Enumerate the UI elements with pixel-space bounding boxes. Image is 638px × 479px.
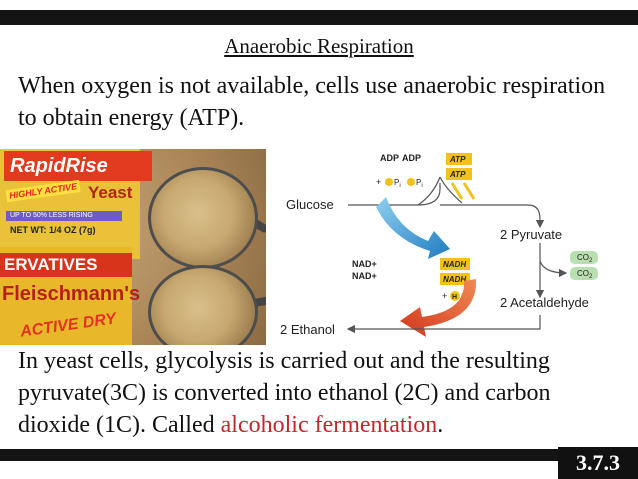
adp-curve bbox=[417, 176, 441, 206]
fermentation-diagram: ADP ADP + Pi Pi ATP ATP Glucose 2 Pyruva… bbox=[280, 153, 598, 337]
section-badge: 3.7.3 bbox=[558, 447, 638, 479]
nadh-badge bbox=[440, 273, 470, 285]
plus-sign: + bbox=[442, 291, 447, 301]
atp-badge bbox=[446, 168, 472, 180]
plus-sign: + bbox=[376, 177, 381, 187]
atp-label: ATP bbox=[449, 170, 466, 179]
slide-title: Anaerobic Respiration bbox=[224, 34, 414, 58]
co2-arrow bbox=[539, 260, 568, 278]
atp-badge bbox=[446, 153, 472, 165]
rising-strip: UP TO 50% LESS RISING bbox=[6, 211, 122, 221]
co2-badge bbox=[570, 267, 598, 280]
hydrogen-label: H bbox=[452, 294, 457, 301]
body-text-end: . bbox=[437, 412, 444, 438]
acetaldehyde-label: 2 Acetaldehyde bbox=[500, 295, 589, 310]
adp-label: ADP bbox=[380, 153, 399, 163]
nadh-label: NADH bbox=[443, 275, 466, 284]
fleischmanns-package: ERVATIVES Fleischmann's ACTIVE DRY bbox=[0, 247, 140, 345]
hydrogen-icon bbox=[450, 291, 460, 301]
top-bar bbox=[0, 10, 638, 25]
phosphate-icon bbox=[385, 178, 393, 186]
fleischmanns-brand: Fleischmann's bbox=[2, 283, 141, 305]
yeast-label: Yeast bbox=[88, 183, 133, 202]
pi-label: Pi bbox=[416, 178, 423, 189]
co2-badge bbox=[570, 251, 598, 264]
nad-label: NAD+ bbox=[352, 259, 377, 269]
nadh-label: NADH bbox=[443, 260, 466, 269]
glucose-label: Glucose bbox=[286, 197, 334, 212]
body-text: In yeast cells, glycolysis is carried ou… bbox=[18, 345, 628, 441]
adp-label: ADP bbox=[402, 153, 421, 163]
yeast-spoon bbox=[148, 167, 258, 269]
pi-label: Pi bbox=[394, 178, 401, 189]
ethanol-label: 2 Ethanol bbox=[280, 322, 335, 337]
co2-label: CO2 bbox=[577, 253, 593, 264]
atp-arrow-icon bbox=[450, 182, 476, 200]
yeast-spoon bbox=[148, 265, 258, 345]
yeast-photo: RapidRise HIGHLY ACTIVE Yeast UP TO 50% … bbox=[0, 149, 266, 345]
ethanol-arrow bbox=[346, 315, 541, 334]
alcoholic-fermentation-term: alcoholic fermentation bbox=[220, 412, 438, 438]
active-dry-label: ACTIVE DRY bbox=[19, 310, 118, 341]
co2-label: CO2 bbox=[577, 269, 593, 280]
atp-label: ATP bbox=[449, 155, 466, 164]
body-text-start: In yeast cells, glycolysis is carried ou… bbox=[18, 348, 551, 438]
net-weight: NET WT: 1/4 OZ (7g) bbox=[10, 225, 96, 235]
nadh-badge bbox=[440, 258, 470, 270]
phosphate-icon bbox=[407, 178, 415, 186]
bottom-bar bbox=[0, 449, 638, 461]
nad-label: NAD+ bbox=[352, 271, 377, 281]
intro-text: When oxygen is not available, cells use … bbox=[18, 73, 606, 131]
atp-curve bbox=[439, 176, 463, 204]
pyruvate-label: 2 Pyruvate bbox=[500, 227, 562, 242]
red-cycle-arrow bbox=[400, 279, 477, 337]
rapidrise-brand: RapidRise bbox=[4, 151, 152, 181]
highly-active-tag: HIGHLY ACTIVE bbox=[5, 179, 81, 203]
rapidrise-package: RapidRise HIGHLY ACTIVE Yeast UP TO 50% … bbox=[0, 149, 152, 259]
glucose-arrow bbox=[348, 183, 540, 227]
blue-cycle-arrow bbox=[376, 197, 450, 259]
preservatives-label: ERVATIVES bbox=[0, 253, 132, 277]
